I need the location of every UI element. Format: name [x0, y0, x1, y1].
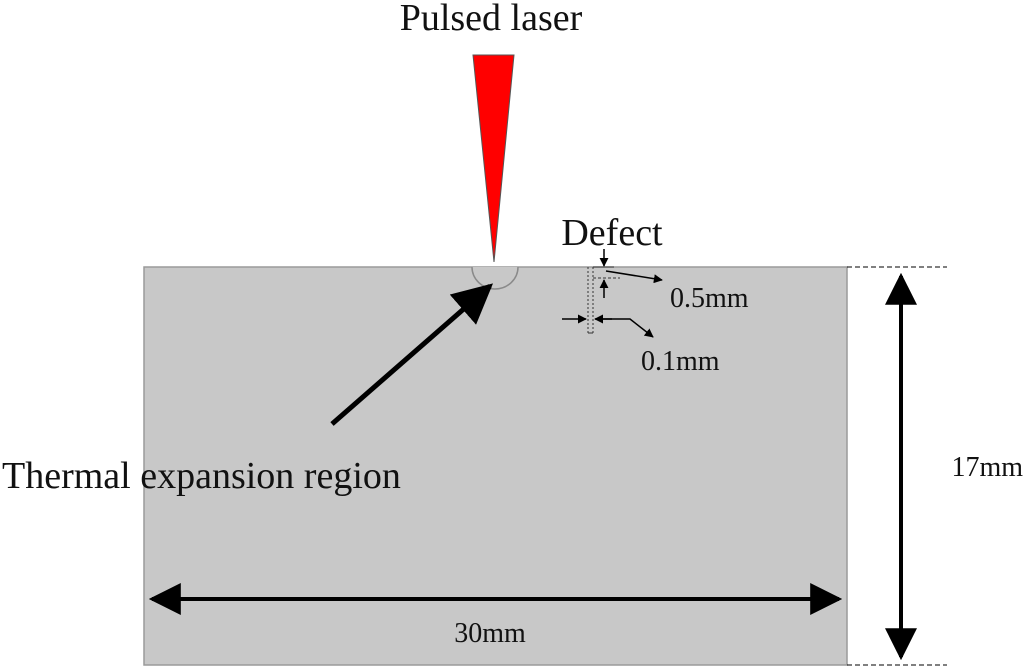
- laser-label: Pulsed laser: [400, 0, 583, 39]
- thermal-region-label: Thermal expansion region: [2, 455, 401, 497]
- defect-depth-label: 0.5mm: [670, 283, 749, 314]
- defect-slot: [587, 267, 594, 334]
- thermal-region-arrow: [330, 283, 494, 426]
- laser-beam: [472, 54, 515, 263]
- defect-label: Defect: [561, 212, 663, 254]
- defect-depth-dimension: [593, 249, 663, 298]
- width-label: 30mm: [454, 618, 526, 649]
- defect-width-dimension: [562, 314, 654, 338]
- height-label: 17mm: [951, 452, 1023, 483]
- height-dimension: [847, 266, 947, 666]
- defect-width-label: 0.1mm: [641, 346, 720, 377]
